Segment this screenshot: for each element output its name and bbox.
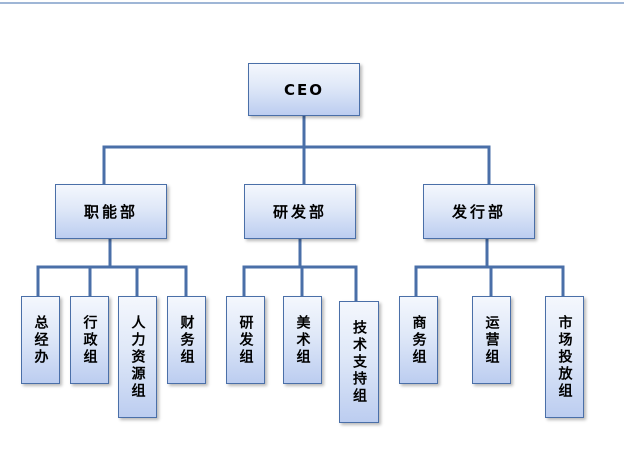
ceo-node: CEO <box>248 63 360 116</box>
group-node-3: 人力资源组 <box>118 296 157 418</box>
group-node-2: 行政组 <box>70 296 109 384</box>
group-node-4: 财务组 <box>167 296 206 384</box>
department-label: 研发部 <box>272 203 327 221</box>
group-label: 研发组 <box>237 315 254 366</box>
group-node-7: 技术支持组 <box>339 301 379 423</box>
department-node-2: 研发部 <box>244 184 356 239</box>
department-label: 发行部 <box>451 203 506 221</box>
group-node-10: 市场投放组 <box>545 296 584 418</box>
group-node-1: 总经办 <box>21 296 60 384</box>
group-label: 技术支持组 <box>351 320 367 405</box>
group-label: 运营组 <box>483 315 500 366</box>
group-label: 行政组 <box>81 315 98 366</box>
group-label: 财务组 <box>178 315 195 366</box>
group-label: 市场投放组 <box>556 315 573 400</box>
department-node-1: 职能部 <box>55 184 167 239</box>
group-label: 总经办 <box>32 315 49 366</box>
group-label: 美术组 <box>294 315 311 366</box>
group-label: 人力资源组 <box>129 315 146 400</box>
group-node-8: 商务组 <box>399 296 438 384</box>
group-label: 商务组 <box>410 315 427 366</box>
department-node-3: 发行部 <box>423 184 535 239</box>
department-label: 职能部 <box>83 203 138 221</box>
ceo-label: CEO <box>283 80 324 99</box>
group-node-6: 美术组 <box>283 296 322 384</box>
group-node-5: 研发组 <box>226 296 265 384</box>
group-node-9: 运营组 <box>472 296 511 384</box>
top-divider <box>0 2 624 4</box>
